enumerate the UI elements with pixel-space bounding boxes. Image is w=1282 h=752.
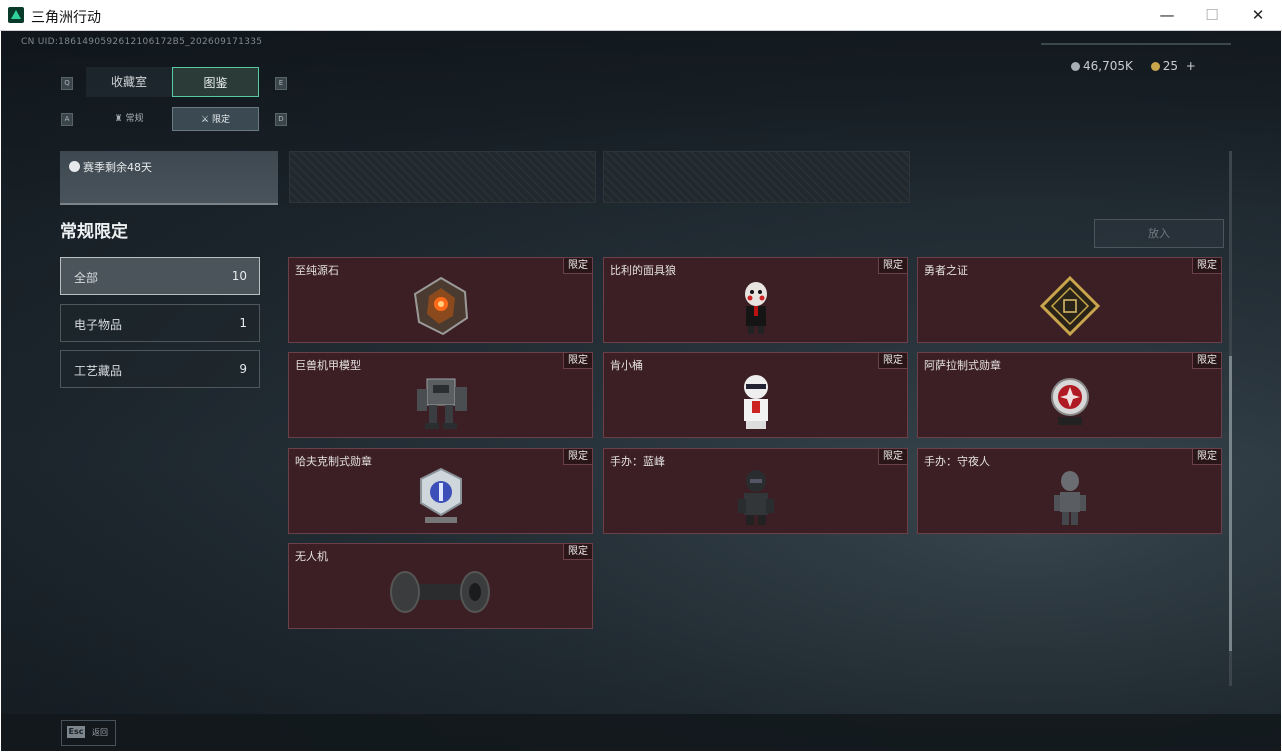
limited-badge: 限定 xyxy=(563,353,592,369)
gold-amount: 25 xyxy=(1162,59,1178,73)
mech-model-icon xyxy=(417,378,467,429)
category-count: 10 xyxy=(231,269,247,283)
item-name: 手办：蓝峰 xyxy=(610,455,665,468)
item-name: 手办：守夜人 xyxy=(924,455,990,468)
item-name: 至纯源石 xyxy=(295,264,339,277)
user-uid: CN UID:1861490592612106172B5_20260917133… xyxy=(21,37,263,47)
item-name: 巨兽机甲模型 xyxy=(295,359,361,372)
season-card[interactable] xyxy=(60,151,278,205)
item-card[interactable]: 巨兽机甲模型 限定 xyxy=(288,352,593,438)
trophy-icon: ♜ xyxy=(114,114,126,124)
silver-coin-icon xyxy=(1071,62,1080,71)
category-all[interactable]: 全部 10 xyxy=(60,257,260,295)
add-currency-button[interactable]: + xyxy=(1185,59,1196,73)
game-viewport: CN UID:1861490592612106172B5_20260917133… xyxy=(1,31,1281,751)
item-card[interactable]: 阿萨拉制式勋章 限定 xyxy=(917,352,1222,438)
season-remaining: 赛季剩余48天 xyxy=(69,159,152,175)
item-card[interactable]: 手办：蓝峰 限定 xyxy=(603,448,908,534)
item-card[interactable]: 比利的面具狼 限定 xyxy=(603,257,908,343)
item-name: 比利的面具狼 xyxy=(610,264,676,277)
limited-badge: 限定 xyxy=(1192,258,1221,274)
back-label: 返回 xyxy=(92,728,108,737)
season-remaining-text: 赛季剩余48天 xyxy=(83,161,152,174)
item-name: 哈夫克制式勋章 xyxy=(295,455,372,468)
limited-badge: 限定 xyxy=(563,449,592,465)
item-card[interactable]: 哈夫克制式勋章 限定 xyxy=(288,448,593,534)
drone-roller-icon xyxy=(390,571,490,613)
item-card[interactable]: 手办：守夜人 限定 xyxy=(917,448,1222,534)
divider xyxy=(1041,43,1231,45)
put-in-button[interactable]: 放入 xyxy=(1094,219,1224,248)
window-titlebar: 三角洲行动 — ☐ ✕ xyxy=(0,0,1282,31)
item-card[interactable]: 肯小桶 限定 xyxy=(603,352,908,438)
subtab-regular-label: 常规 xyxy=(125,114,144,124)
item-card[interactable]: 至纯源石 限定 xyxy=(288,257,593,343)
red-medal-icon xyxy=(1051,378,1089,425)
banner-slot-1[interactable] xyxy=(289,151,596,203)
item-card[interactable]: 勇者之证 限定 xyxy=(917,257,1222,343)
minimize-button[interactable]: — xyxy=(1159,6,1175,24)
clock-icon xyxy=(69,161,80,172)
subtab-limited-label: 限定 xyxy=(211,115,230,125)
close-button[interactable]: ✕ xyxy=(1251,6,1265,24)
window-title: 三角洲行动 xyxy=(31,10,101,26)
limited-badge: 限定 xyxy=(1192,353,1221,369)
category-count: 9 xyxy=(239,362,247,376)
puppet-figure-icon xyxy=(745,282,767,334)
category-electronics[interactable]: 电子物品 1 xyxy=(60,304,260,342)
category-crafts[interactable]: 工艺藏品 9 xyxy=(60,350,260,388)
limited-badge: 限定 xyxy=(878,353,907,369)
key-hint-q: Q xyxy=(61,77,73,90)
item-card[interactable]: 无人机 限定 xyxy=(288,543,593,629)
limited-badge: 限定 xyxy=(563,258,592,274)
silver-amount: 46,705K xyxy=(1083,59,1133,73)
key-hint-esc: Esc xyxy=(67,726,85,738)
item-name: 无人机 xyxy=(295,550,328,563)
category-label: 全部 xyxy=(74,271,99,285)
category-count: 1 xyxy=(239,316,247,330)
armor-figure-icon xyxy=(1054,471,1086,525)
crystal-icon xyxy=(413,276,469,336)
limited-badge: 限定 xyxy=(563,544,592,560)
key-hint-a: A xyxy=(61,113,73,126)
item-name: 阿萨拉制式勋章 xyxy=(924,359,1001,372)
key-hint-e: E xyxy=(275,77,287,90)
limited-badge: 限定 xyxy=(1192,449,1221,465)
item-name: 勇者之证 xyxy=(924,264,968,277)
item-name: 肯小桶 xyxy=(610,359,643,372)
subtab-regular[interactable]: ♜ 常规 xyxy=(86,107,172,131)
maximize-button[interactable]: ☐ xyxy=(1205,6,1219,24)
currency-display: 46,705K 25 + xyxy=(1071,59,1196,73)
back-button[interactable] xyxy=(61,720,116,746)
category-label: 电子物品 xyxy=(74,318,123,332)
tab-codex[interactable]: 图鉴 xyxy=(172,67,259,97)
soldier-figure-icon xyxy=(738,470,774,525)
limited-badge: 限定 xyxy=(878,258,907,274)
subtab-limited[interactable]: ⚔ 限定 xyxy=(172,107,259,131)
section-title: 常规限定 xyxy=(60,222,128,242)
tab-collection[interactable]: 收藏室 xyxy=(86,67,172,97)
crossed-swords-icon: ⚔ xyxy=(201,115,212,125)
silver-medal-icon xyxy=(420,467,462,523)
category-label: 工艺藏品 xyxy=(74,364,123,378)
scrollbar-thumb[interactable] xyxy=(1229,356,1232,651)
footer-bar xyxy=(1,714,1281,751)
key-hint-d: D xyxy=(275,113,287,126)
limited-badge: 限定 xyxy=(878,449,907,465)
banner-slot-2[interactable] xyxy=(603,151,910,203)
app-logo-icon xyxy=(8,7,24,23)
gold-card-icon xyxy=(1039,275,1101,337)
colonel-figure-icon xyxy=(744,375,768,429)
gold-coin-icon xyxy=(1150,62,1160,71)
